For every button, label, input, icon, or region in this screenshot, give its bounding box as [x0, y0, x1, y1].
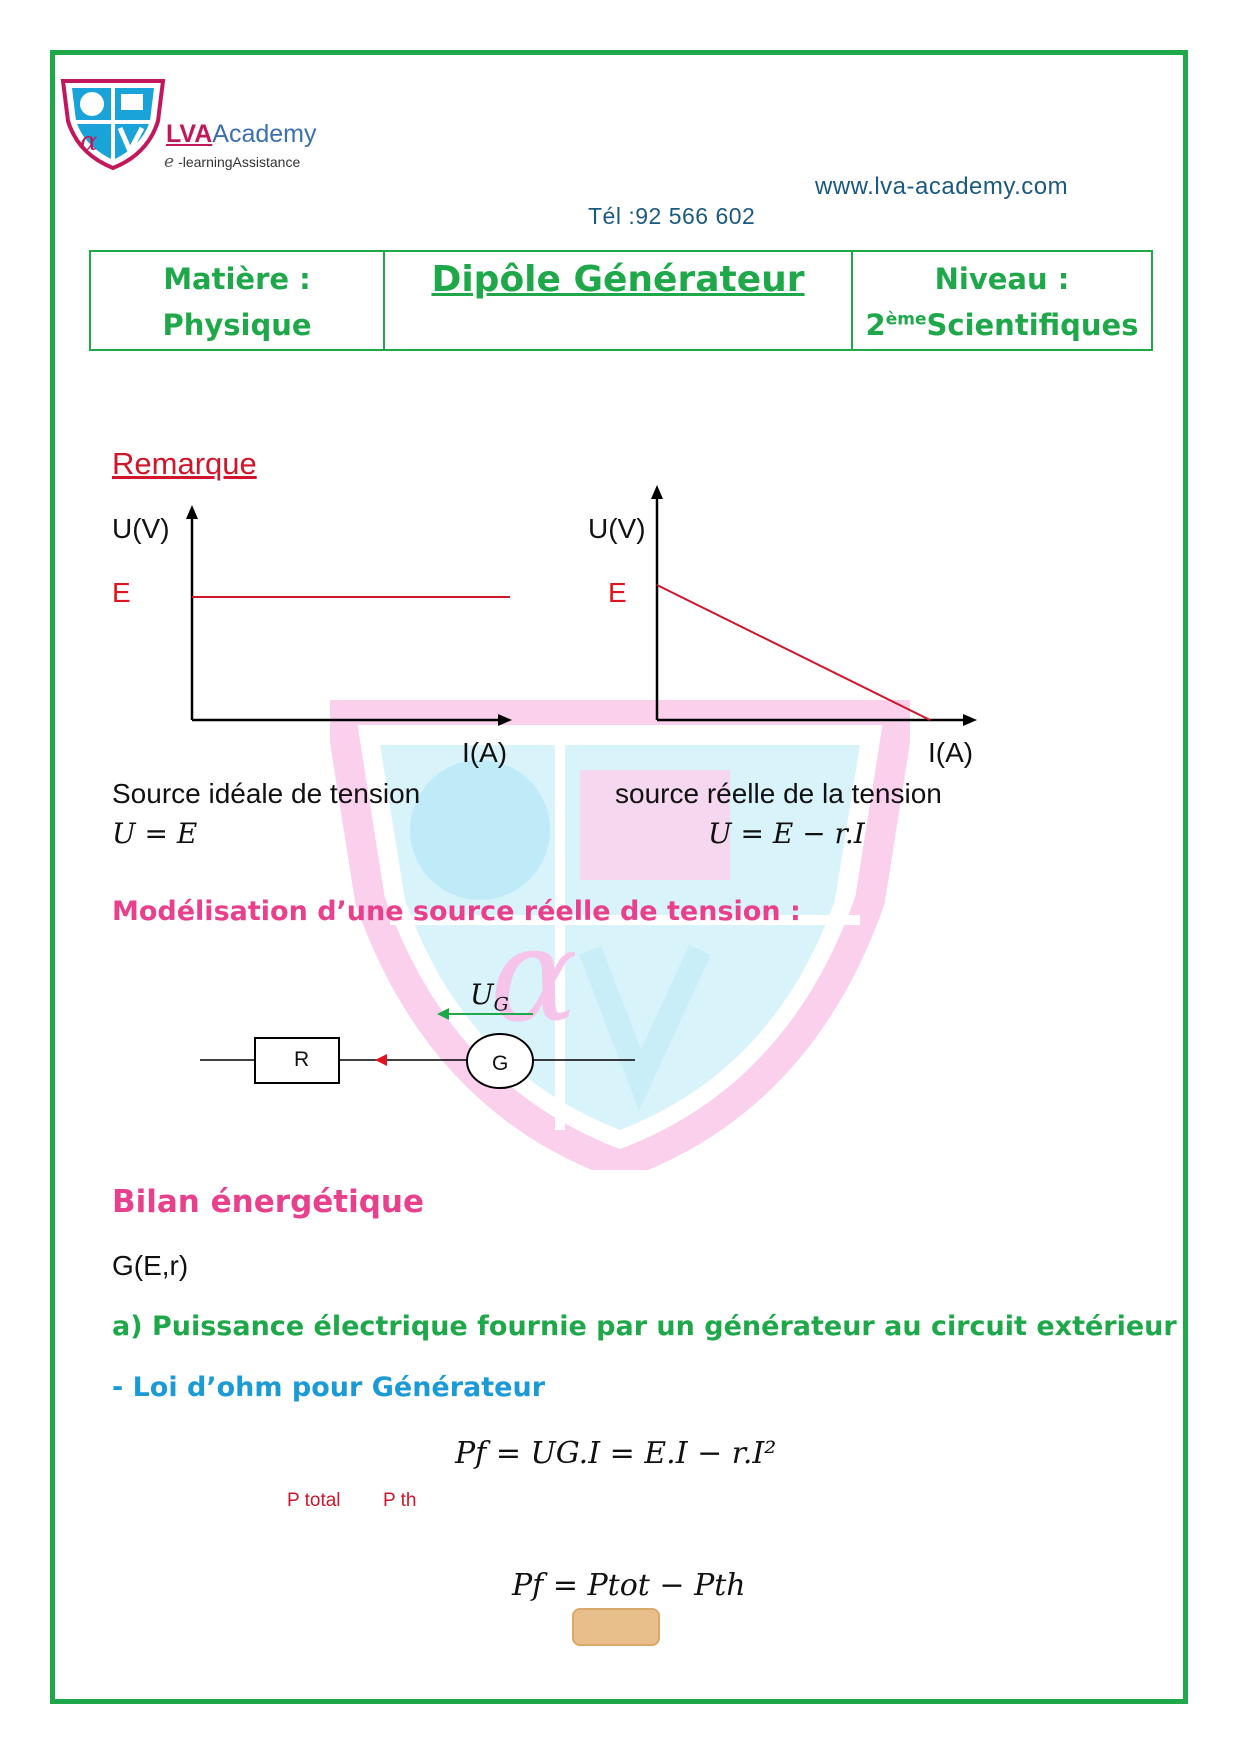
graph-right-caption: source réelle de la tension — [615, 778, 942, 809]
power-formula-1: Pf = UG.I = E.I − r.I² — [455, 1436, 777, 1471]
voltage-arrow-head-icon — [437, 1008, 449, 1020]
svg-text:α: α — [80, 127, 98, 157]
brand-name: LVAAcademy — [166, 120, 317, 148]
graph-ideal-source — [186, 505, 512, 726]
level-cell: Niveau : 2èmeScientifiques — [851, 250, 1153, 351]
svg-text:α: α — [490, 899, 578, 1051]
model-heading: Modélisation d’une source réelle de tens… — [112, 896, 801, 927]
subject-cell: Matière : Physique — [89, 250, 385, 351]
highlight-box — [572, 1608, 660, 1646]
graph-left-e-label: E — [112, 577, 131, 608]
y-axis-arrow-icon — [186, 505, 198, 519]
resistor-label: R — [294, 1048, 310, 1071]
remark-heading: Remarque — [112, 446, 257, 481]
title-cell: Dipôle Générateur — [383, 250, 853, 351]
generator-notation: G(E,r) — [112, 1250, 189, 1281]
level-label: Niveau : — [934, 262, 1070, 296]
subject-value: Physique — [162, 308, 312, 342]
y-axis-arrow-icon — [651, 485, 663, 499]
power-formula-2: Pf = Ptot − Pth — [512, 1568, 746, 1603]
page-frame — [50, 50, 1188, 1704]
real-voltage-line — [656, 584, 931, 721]
section-a-heading: a) Puissance électrique fournie par un g… — [112, 1311, 1177, 1342]
graph-left-formula: U = E — [112, 817, 198, 850]
current-arrow-icon — [375, 1054, 387, 1066]
energy-heading: Bilan énergétique — [112, 1184, 425, 1220]
graph-right-xlabel: I(A) — [928, 737, 974, 768]
website-link[interactable]: www.lva-academy.com — [815, 173, 1069, 200]
graph-left-xlabel: I(A) — [462, 737, 508, 768]
label-p-total: P total — [287, 1490, 341, 1511]
graph-left-ylabel: U(V) — [112, 513, 170, 544]
circuit-diagram — [200, 1008, 635, 1089]
academy-logo-icon: α — [60, 79, 166, 170]
phone-number: Tél :92 566 602 — [588, 203, 756, 229]
x-axis-arrow-icon — [498, 714, 512, 726]
ohm-law-heading: - Loi d’ohm pour Générateur — [112, 1372, 546, 1403]
graph-left-caption: Source idéale de tension — [112, 778, 421, 809]
generator-circle — [466, 1033, 534, 1089]
x-axis-arrow-icon — [963, 714, 977, 726]
title-table: Matière : Physique Dipôle Générateur Niv… — [89, 250, 1153, 351]
graph-right-formula: U = E − r.I — [708, 817, 865, 850]
level-value: 2èmeScientifiques — [865, 308, 1139, 342]
brand-tagline: e-learningAssistance — [164, 152, 301, 172]
subject-label: Matière : — [163, 262, 311, 296]
graph-right-ylabel: U(V) — [588, 513, 646, 544]
graph-right-e-label: E — [608, 577, 627, 608]
graph-real-source — [651, 485, 977, 726]
generator-label: G — [492, 1052, 509, 1075]
label-p-th: P th — [383, 1490, 417, 1511]
page-title: Dipôle Générateur — [431, 259, 805, 300]
voltage-label: UG — [470, 978, 509, 1016]
